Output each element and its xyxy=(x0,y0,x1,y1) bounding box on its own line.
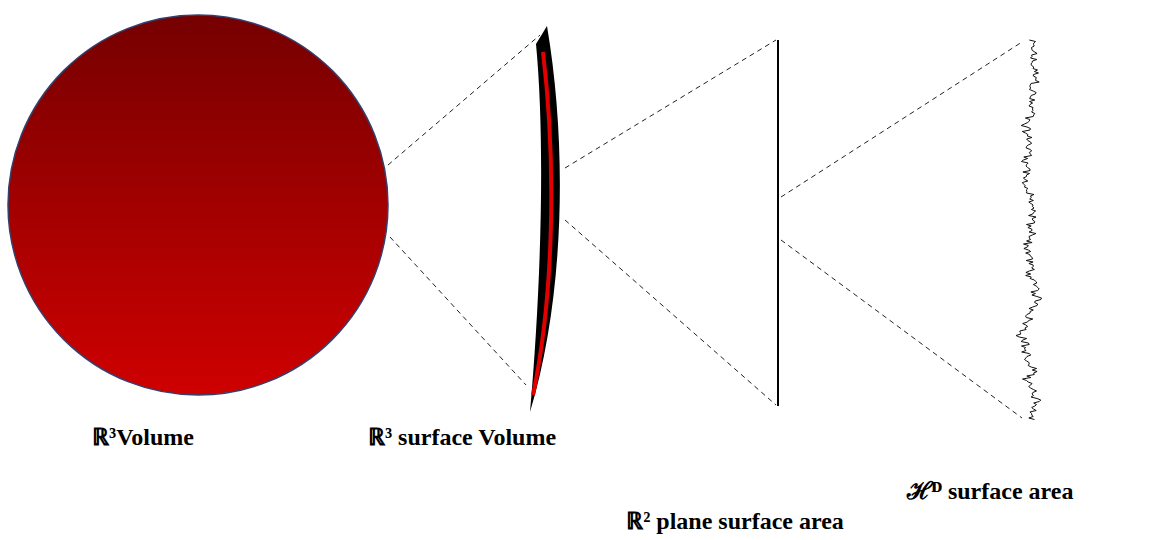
surface-volume-label: ℝ³ surface Volume xyxy=(368,424,556,450)
plane-area-label: ℝ² plane surface area xyxy=(626,508,844,534)
surface-shell-core xyxy=(533,52,551,395)
volume-sphere xyxy=(8,15,388,395)
volume-label: ℝ³Volume xyxy=(92,424,194,450)
zoom-lines xyxy=(388,35,1022,418)
fractal-surface xyxy=(1016,40,1042,420)
plane-line xyxy=(777,40,779,406)
surface-shell xyxy=(530,26,560,412)
fractal-area-label: ℋᴰ surface area xyxy=(907,478,1074,504)
